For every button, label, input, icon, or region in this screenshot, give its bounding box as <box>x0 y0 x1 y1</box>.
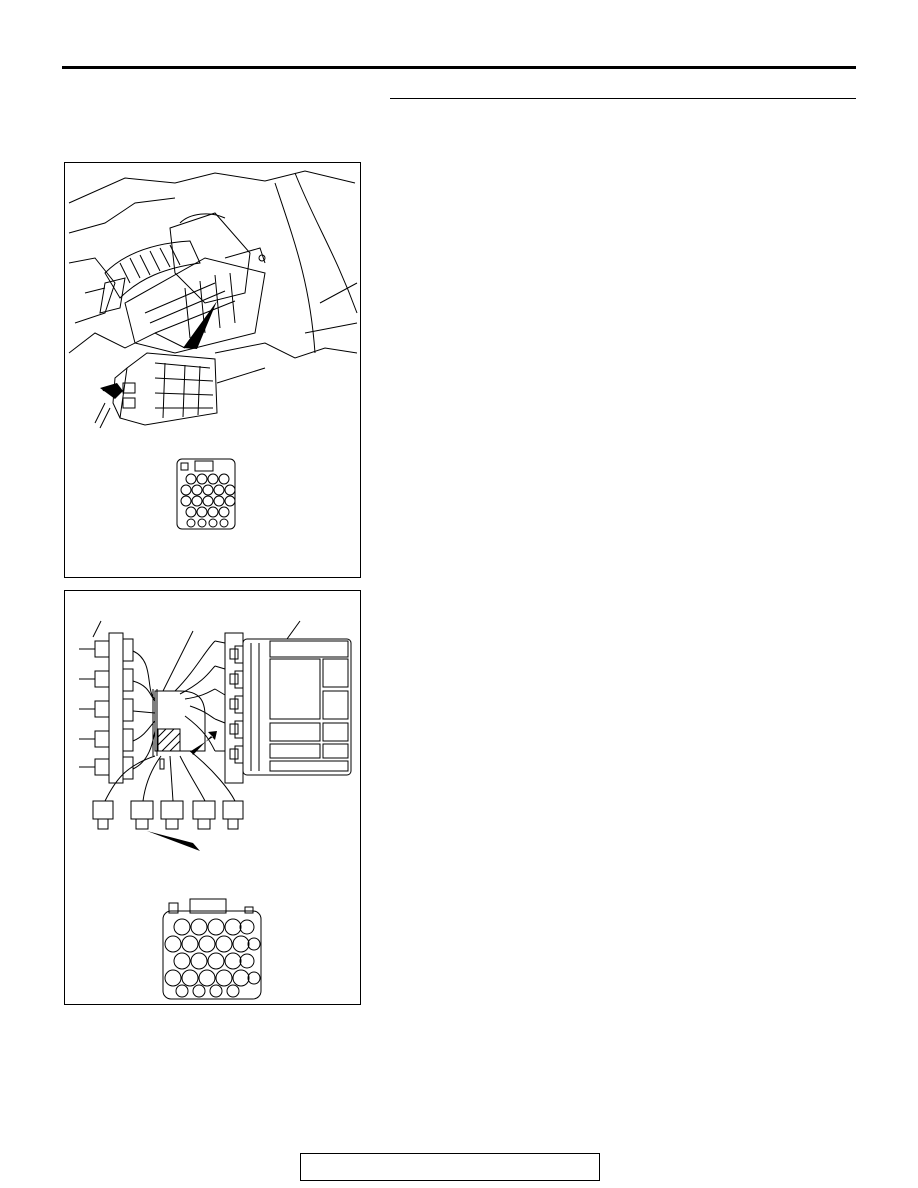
section-rule <box>390 98 856 99</box>
harness-connector-illustration <box>79 620 352 1000</box>
header-rule <box>62 66 856 69</box>
page-footer-box <box>300 1153 600 1181</box>
figure-engine-bay <box>64 162 361 578</box>
figure-harness-connector <box>64 590 361 1005</box>
engine-bay-illustration <box>68 170 358 530</box>
